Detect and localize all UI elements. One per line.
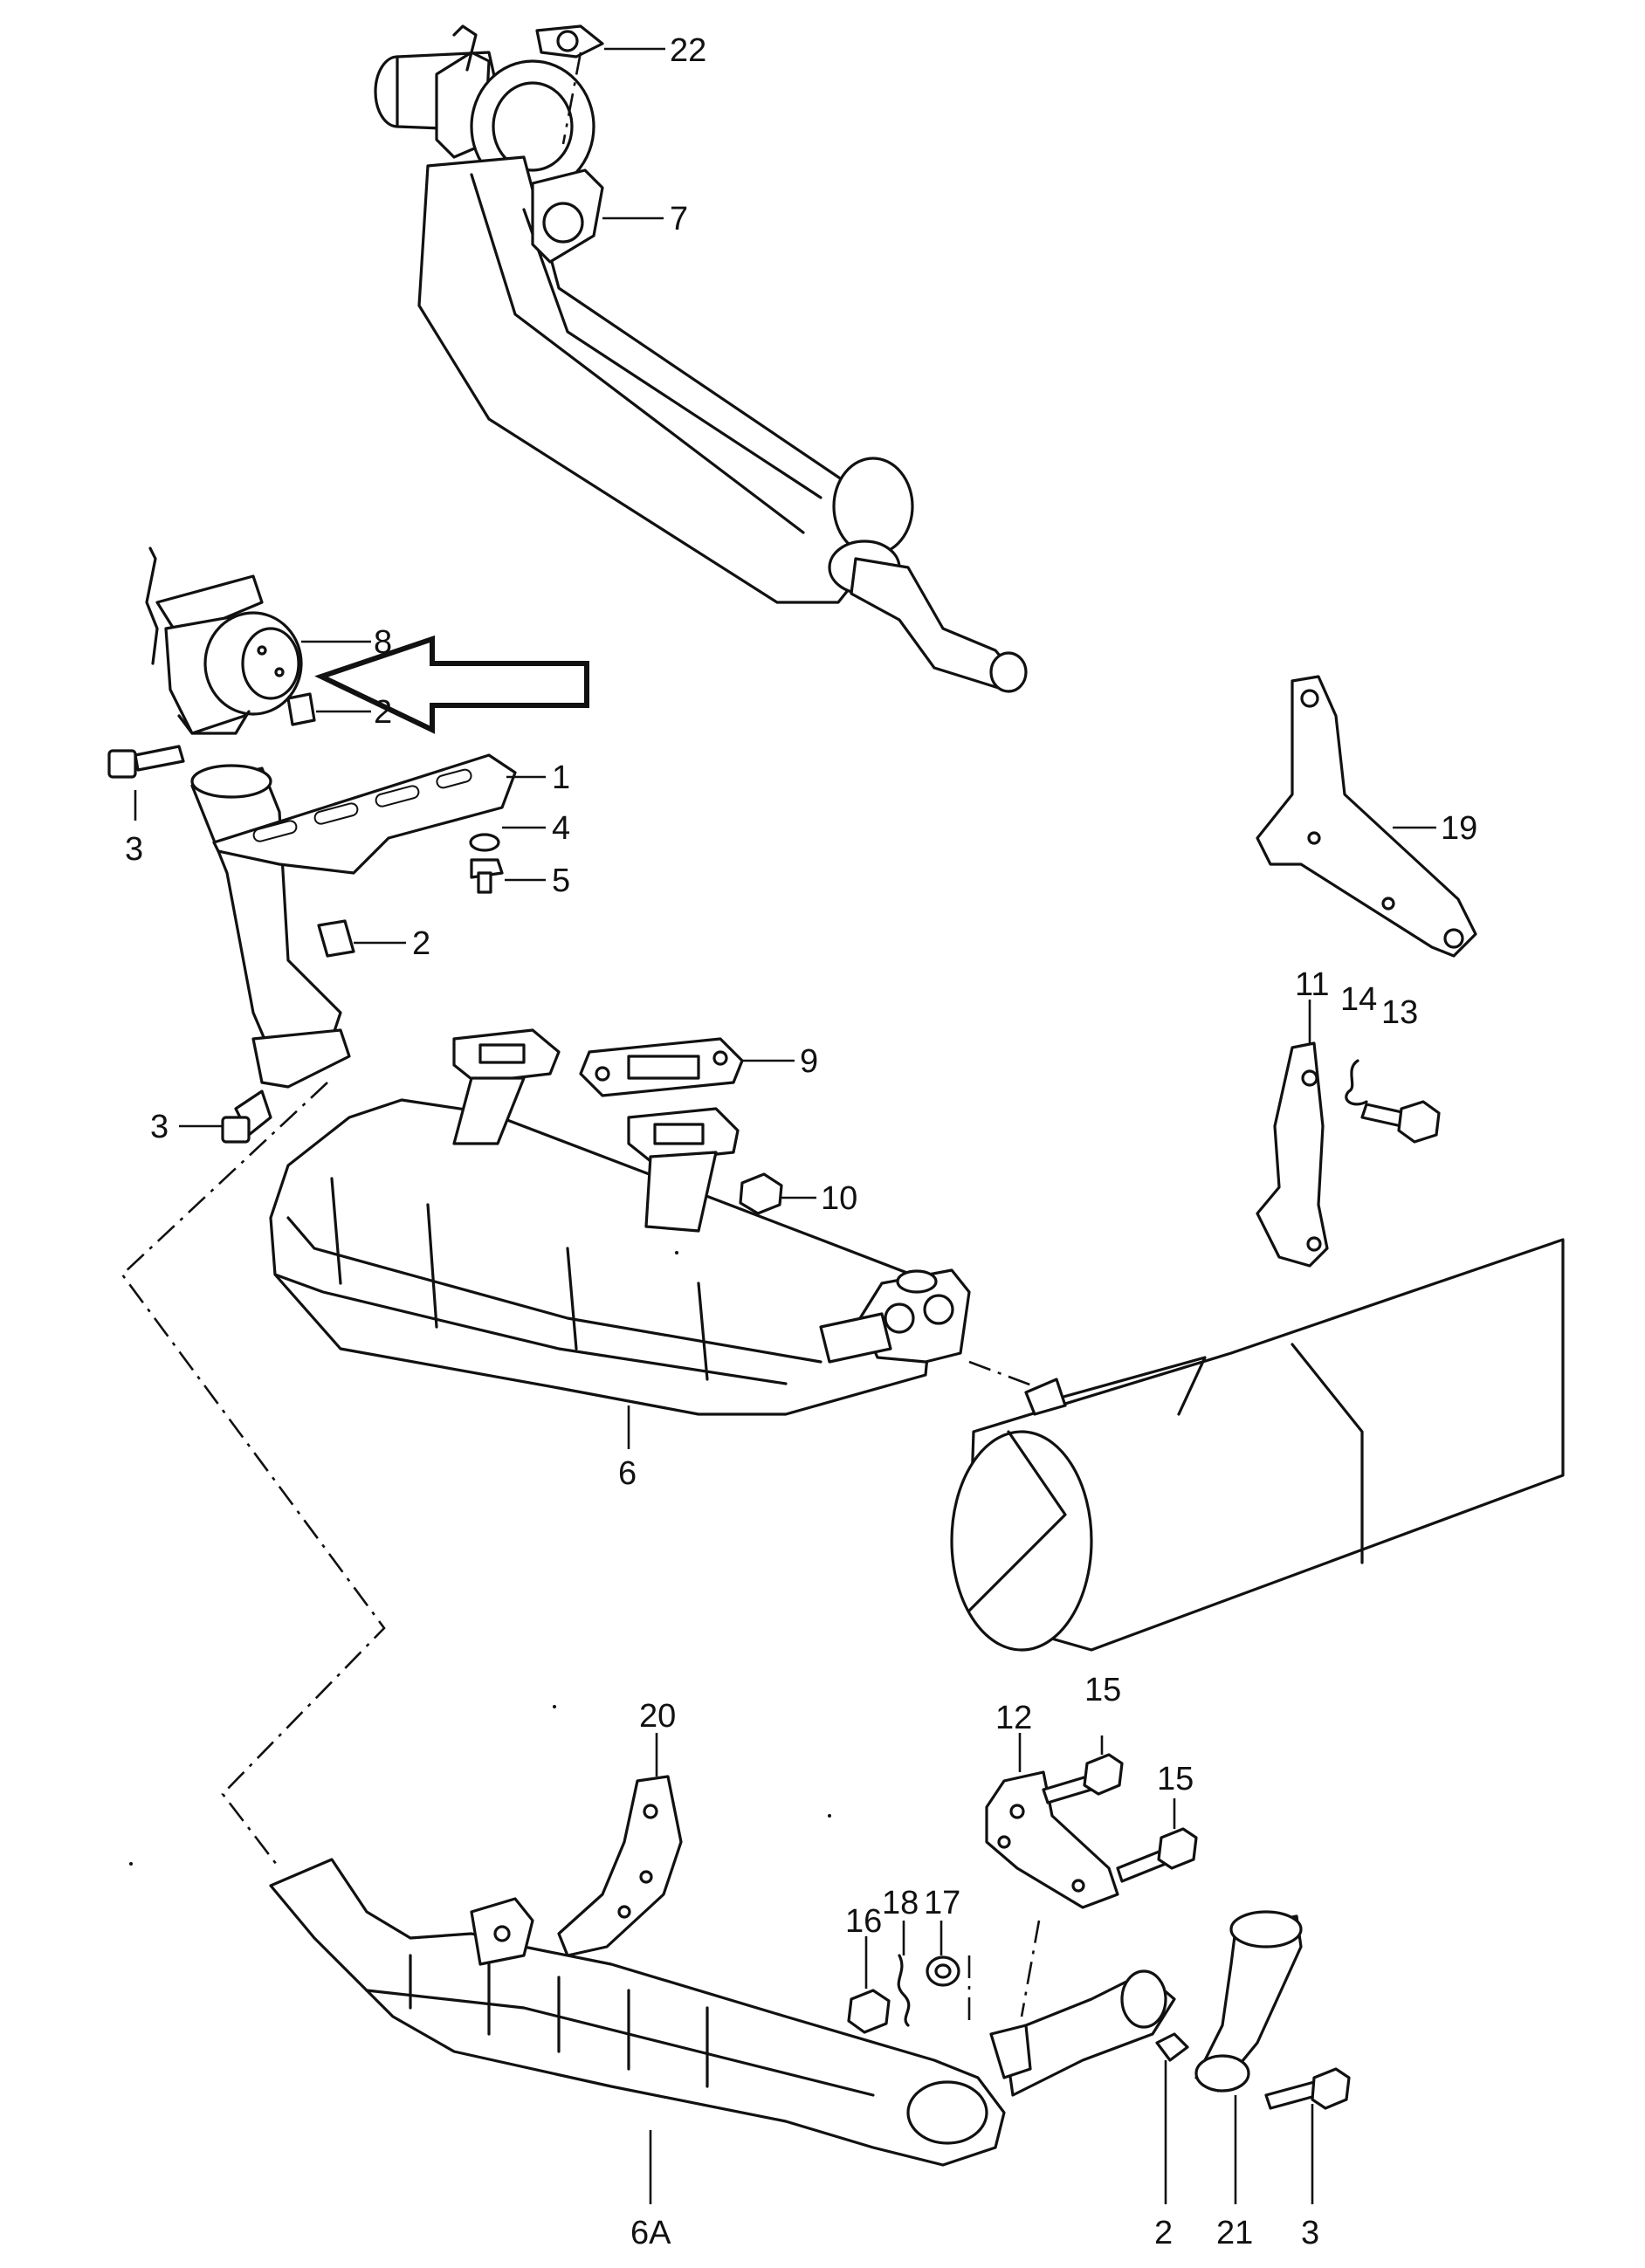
callout-3-upper: 3	[125, 831, 143, 868]
callout-6: 6	[618, 1455, 637, 1492]
callout-9: 9	[800, 1043, 818, 1080]
heat-exchanger-elbow-assembly	[107, 546, 517, 1144]
callout-16: 16	[845, 1903, 882, 1940]
rear-silencer-assembly	[374, 24, 1028, 693]
callout-7: 7	[670, 201, 688, 237]
bracket-12	[985, 1753, 1198, 1909]
callout-15-lower: 15	[1157, 1761, 1194, 1797]
callout-14: 14	[1340, 981, 1377, 1018]
callout-8: 8	[374, 624, 392, 661]
callout-15-upper: 15	[1084, 1672, 1121, 1708]
callout-19: 19	[1441, 810, 1477, 847]
callout-6A: 6A	[630, 2215, 671, 2251]
callout-4: 4	[552, 810, 570, 847]
connection-line	[120, 1082, 386, 1869]
callout-1: 1	[552, 759, 570, 796]
bracket-20	[557, 1775, 683, 1957]
callout-17: 17	[924, 1885, 960, 1921]
callout-3-middle: 3	[150, 1109, 169, 1145]
callout-21: 21	[1216, 2215, 1253, 2251]
callout-5: 5	[552, 863, 570, 899]
callout-2-upper: 2	[374, 694, 392, 731]
callout-13: 13	[1381, 994, 1418, 1031]
callout-2-middle: 2	[412, 925, 430, 962]
callout-10: 10	[821, 1180, 857, 1217]
bracket-11-assembly	[1256, 1041, 1441, 1268]
large-silencer-can	[950, 1238, 1565, 1652]
leader-lines	[134, 47, 1436, 2204]
callout-18: 18	[882, 1885, 919, 1921]
callout-11: 11	[1295, 966, 1329, 1003]
front-pipe-assembly	[269, 1858, 1351, 2167]
main-silencer-assembly	[269, 1028, 1040, 1416]
callout-12: 12	[995, 1700, 1032, 1736]
callout-20: 20	[639, 1698, 676, 1735]
callout-22: 22	[670, 32, 706, 69]
hanger-bracket-19	[1256, 675, 1477, 958]
highlight-arrow	[314, 635, 589, 734]
callout-3-lower: 3	[1301, 2215, 1319, 2251]
callout-labels: 22 7 8 2 1 3 4 5 2 9 3 10 6 19 11 14 13 …	[125, 32, 1477, 2251]
callout-2-lower: 2	[1154, 2215, 1173, 2251]
